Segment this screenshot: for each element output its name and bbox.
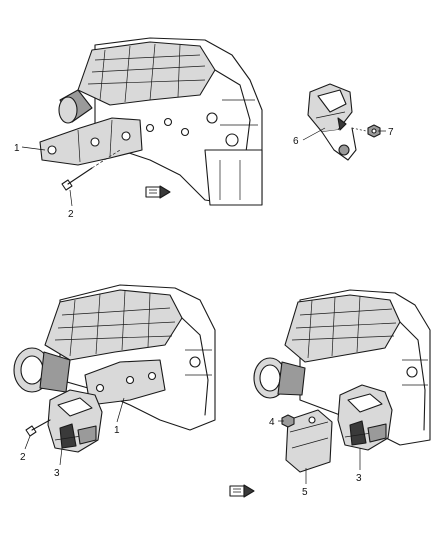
- callout-number: 1: [14, 143, 20, 154]
- view-engine-bracket-top: [39, 37, 263, 206]
- callout-number: 3: [54, 468, 60, 479]
- view-engine-mount-right: [229, 289, 431, 498]
- callout-number: 5: [302, 487, 308, 498]
- callout-number: 3: [356, 473, 362, 484]
- callout-number: 2: [20, 452, 26, 463]
- callout-number: 1: [114, 425, 120, 436]
- front-arrow-icon: [229, 484, 255, 498]
- view-engine-mount-left: [13, 284, 216, 453]
- view-bracket-detail: [307, 83, 381, 161]
- callout-leaders: [21, 127, 386, 484]
- callout-number: 6: [293, 136, 299, 147]
- callout-number: 2: [68, 209, 74, 220]
- callout-number: 4: [269, 417, 275, 428]
- nut-icon: [367, 124, 381, 138]
- callout-number: 7: [388, 127, 394, 138]
- front-arrow-icon: [145, 185, 171, 199]
